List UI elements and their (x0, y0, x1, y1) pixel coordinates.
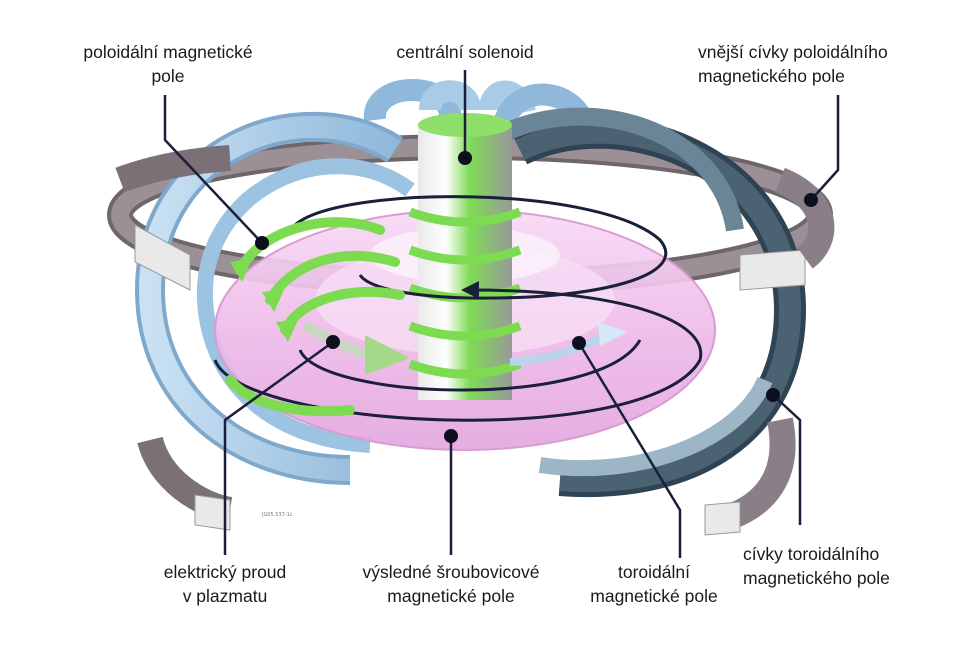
label-helical-field-line1: výsledné šroubovicové (362, 562, 540, 582)
outer-poloidal-coil-front (115, 145, 835, 536)
toroidal-field-arrow (509, 322, 628, 366)
label-toroidal-field-line2: magnetické pole (590, 586, 718, 606)
label-poloidal-field-line2: pole (151, 66, 185, 86)
toroidal-coils-right (495, 107, 807, 497)
leader-dots (255, 151, 818, 443)
label-toroidal-field: toroidální magnetické pole (578, 560, 730, 608)
label-outer-poloidal-coils-line2: magnetického pole (698, 66, 845, 86)
label-toroidal-coils-line2: magnetického pole (743, 568, 890, 588)
label-outer-poloidal-coils-line1: vnější cívky poloidálního (698, 42, 888, 62)
label-central-solenoid-line1: centrální solenoid (396, 42, 534, 62)
figure-reference: JG05.537-1c (262, 512, 293, 518)
poloidal-arrowheads (230, 258, 298, 342)
leader-lines (163, 70, 840, 558)
label-plasma-current: elektrický proud v plazmatu (140, 560, 310, 608)
label-toroidal-field-line1: toroidální (618, 562, 690, 582)
label-central-solenoid: centrální solenoid (375, 40, 555, 64)
label-helical-field-line2: magnetické pole (387, 586, 515, 606)
label-plasma-current-line1: elektrický proud (163, 562, 287, 582)
helical-field-lines (213, 195, 703, 422)
label-toroidal-coils-line1: cívky toroidálního (743, 544, 880, 564)
label-poloidal-field: poloidální magnetické pole (68, 40, 268, 88)
central-solenoid (408, 113, 522, 400)
label-plasma-current-line2: v plazmatu (182, 586, 268, 606)
label-poloidal-field-line1: poloidální magnetické (83, 42, 253, 62)
label-helical-field: výsledné šroubovicové magnetické pole (345, 560, 557, 608)
label-toroidal-coils: cívky toroidálního magnetického pole (743, 542, 890, 590)
label-outer-poloidal-coils: vnější cívky poloidálního magnetického p… (698, 40, 888, 88)
toroidal-coils-left (134, 112, 415, 485)
